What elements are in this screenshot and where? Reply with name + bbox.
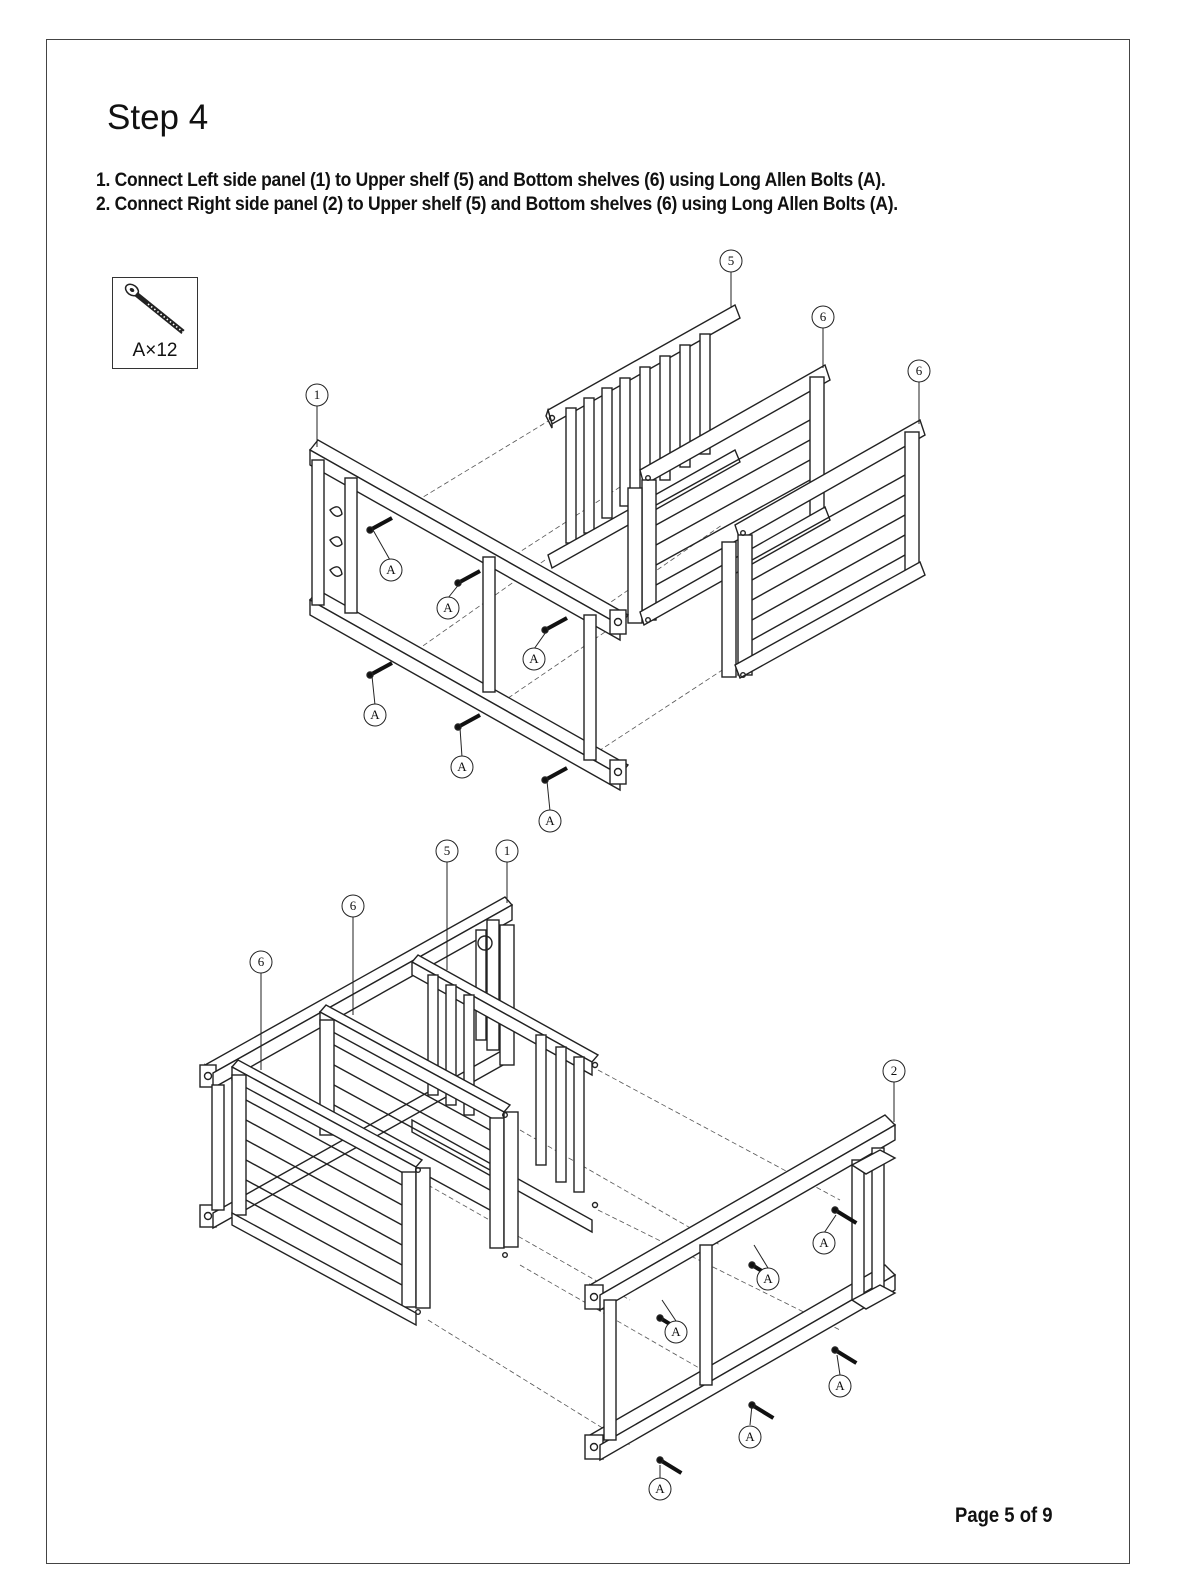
callout-bolt-a: A	[386, 562, 396, 577]
callout-part-6-bottom-b: 6	[258, 954, 265, 969]
allen-bolt-icon	[124, 283, 185, 334]
bottom-diagram	[199, 896, 897, 1483]
step-title: Step 4	[107, 98, 209, 137]
page-number: Page 5 of 9	[955, 1504, 1053, 1527]
top-diagram	[308, 303, 926, 792]
callout-bolt-a: A	[835, 1378, 845, 1393]
callout-bolt-a: A	[763, 1271, 773, 1286]
callout-bolt-a: A	[545, 813, 555, 828]
callout-bolt-a: A	[370, 707, 380, 722]
callout-bolt-a: A	[457, 759, 467, 774]
hardware-box: A×12	[112, 277, 198, 369]
callout-part-6-bottom-a: 6	[350, 898, 357, 913]
upper-shelf-5	[545, 303, 741, 570]
callout-bolt-a: A	[529, 651, 539, 666]
callout-part-1-bottom: 1	[504, 843, 511, 858]
callout-bolt-a: A	[745, 1429, 755, 1444]
instruction-2: 2. Connect Right side panel (2) to Upper…	[96, 194, 898, 215]
bottom-shelf-6-b	[721, 418, 926, 680]
callout-part-1-top: 1	[314, 387, 321, 402]
bottom-shelf-6-bottom-a	[318, 1004, 519, 1258]
callout-part-6-top-b: 6	[916, 363, 923, 378]
callout-part-5-bottom: 5	[444, 843, 451, 858]
bottom-shelf-6-bottom-b	[230, 1059, 431, 1327]
callout-bolt-a: A	[443, 600, 453, 615]
hardware-quantity: A×12	[132, 340, 178, 361]
instructions: 1. Connect Left side panel (1) to Upper …	[96, 169, 898, 217]
callout-part-2: 2	[891, 1063, 898, 1078]
callout-bolt-a: A	[819, 1235, 829, 1250]
callout-part-5-top: 5	[728, 253, 735, 268]
callout-bolt-a: A	[655, 1481, 665, 1496]
callout-part-6-top-a: 6	[820, 309, 827, 324]
right-side-panel-2	[584, 1114, 897, 1462]
left-side-panel-1	[308, 439, 630, 792]
callout-bolt-a: A	[671, 1324, 681, 1339]
page-border	[46, 39, 1130, 1564]
instruction-1: 1. Connect Left side panel (1) to Upper …	[96, 170, 886, 191]
